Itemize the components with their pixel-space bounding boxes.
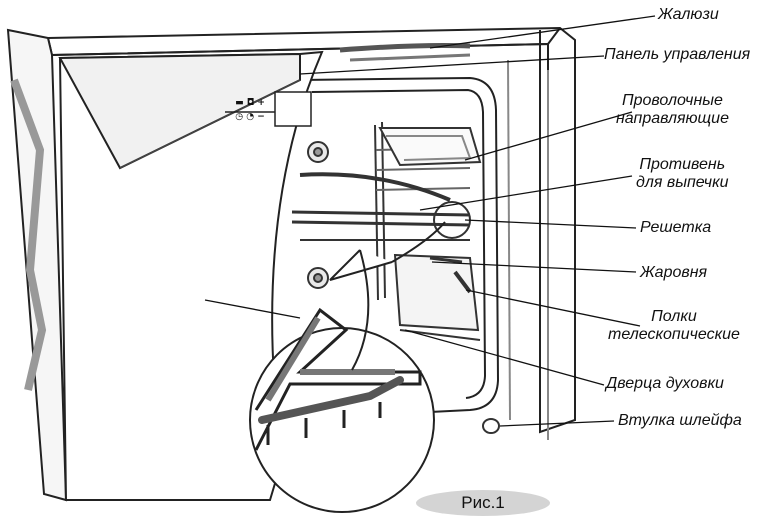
leader-cable-bushing (499, 420, 615, 427)
panel-symbols-bottom: ◷ ◔ − (235, 112, 265, 122)
leader-telescopic-shelves (465, 289, 641, 327)
leader-baking-tray (419, 175, 633, 211)
label-grid: Решетка (640, 219, 712, 236)
label-control-panel: Панель управления (604, 46, 751, 63)
label-baking-tray-line1: Противень (639, 156, 726, 173)
label-telescopic-shelves-line1: Полки (651, 308, 697, 325)
leader-blinds (429, 15, 656, 49)
leader-oven-door (404, 329, 605, 386)
control-panel-symbols: ▬ ◘ + ◷ ◔ − (226, 96, 274, 124)
leader-grid (464, 219, 637, 229)
leader-control-panel (299, 55, 605, 75)
figure-caption: Рис.1 (416, 490, 550, 516)
label-telescopic-shelves-line2: телескопические (608, 326, 740, 343)
label-cable-bushing: Втулка шлейфа (618, 412, 742, 429)
label-wire-guides-line1: Проволочные (622, 92, 723, 109)
label-wire-guides: Проволочные направляющие (616, 92, 729, 128)
leader-roasting-pan (431, 261, 637, 273)
label-blinds: Жалюзи (658, 6, 719, 23)
oven-side-panel (6, 28, 68, 502)
leader-lines (204, 15, 656, 427)
label-baking-tray-line2: для выпечки (636, 174, 729, 191)
leader-wire-guides (464, 111, 633, 161)
label-wire-guides-line2: направляющие (616, 110, 729, 127)
label-oven-door: Дверца духовки (606, 375, 724, 392)
zoom-detail (249, 221, 446, 513)
panel-symbols-top: ▬ ◘ + (235, 98, 265, 108)
leader-oven-door-2 (204, 299, 301, 319)
oven-interior (291, 121, 500, 434)
label-roasting-pan: Жаровня (640, 264, 708, 281)
label-telescopic-shelves: Полки телескопические (608, 308, 740, 344)
label-baking-tray: Противень для выпечки (636, 156, 729, 192)
